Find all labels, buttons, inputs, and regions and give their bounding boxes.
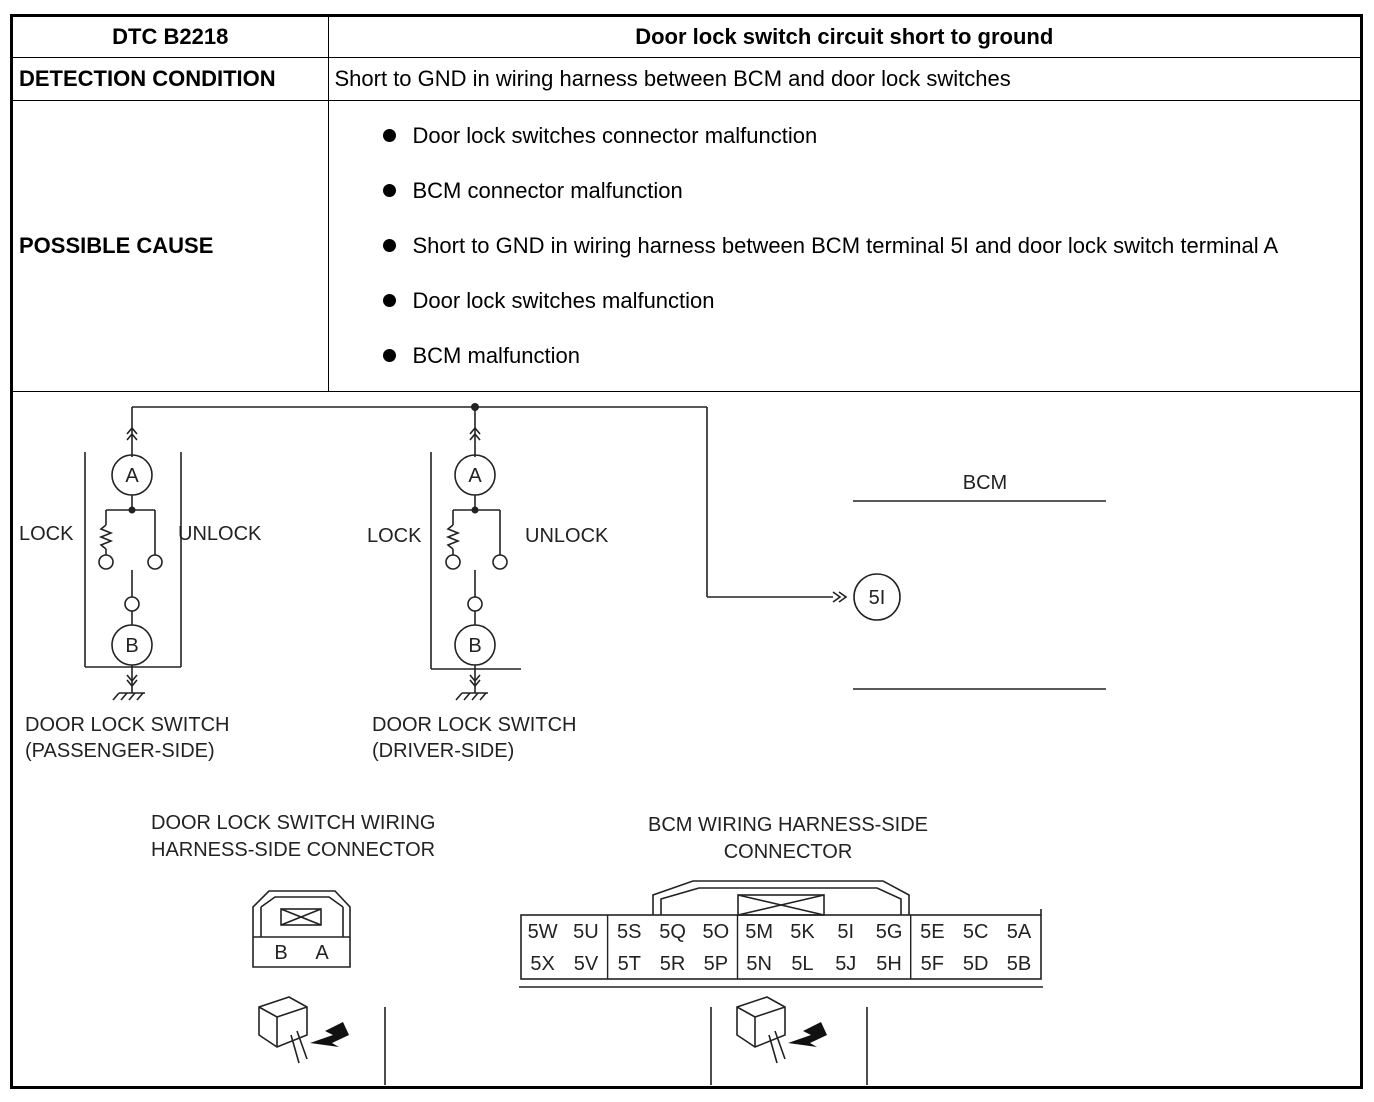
bcm-connector-title: BCM WIRING HARNESS-SIDE [648,814,928,836]
connector-view-icon [258,996,308,1048]
wiring-diagram-svg: A B LOCK UNLOCK DOOR LOCK SWITCH (PASSEN… [19,403,1106,1085]
pin-label: 5T [618,953,641,975]
list-item: BCM connector malfunction [379,176,1355,206]
switch-caption: (PASSENGER-SIDE) [25,740,215,762]
pin-label: A [315,942,329,964]
terminal-a-label: A [125,465,139,487]
bullet-icon [382,349,396,362]
pin-label: B [274,942,287,964]
pin-label: 5C [963,921,989,943]
cause-list: Door lock switches connector malfunction… [335,121,1355,371]
pin-label: 5B [1007,953,1031,975]
dtc-title: Door lock switch circuit short to ground [327,17,1360,58]
cause-text: Door lock switches connector malfunction [412,123,818,148]
bcm-terminal-label: 5I [869,587,886,609]
bcm-connector-grid: 5W 5U 5S 5Q 5O 5M 5K 5I 5G 5E 5C 5A 5X 5V 5T 5R 5P 5N 5L 5J… [528,915,1032,979]
switch-connector-shape [252,890,351,968]
latch-icon [280,908,322,926]
header-row: DTC B2218 Door lock switch circuit short… [13,17,1360,58]
wiring-diagram: A B LOCK UNLOCK DOOR LOCK SWITCH (PASSEN… [13,395,1360,1086]
pin-label: 5N [746,953,772,975]
cause-text: BCM connector malfunction [412,178,683,203]
pin-label: 5E [920,921,944,943]
unlock-label: UNLOCK [178,523,262,545]
spring-icon [98,524,114,550]
junction-dot [471,403,479,411]
bullet-icon [382,184,396,197]
pin-label: 5U [573,921,599,943]
pin-label: 5M [745,921,773,943]
bcm-connector-title: CONNECTOR [724,841,853,863]
list-item: BCM malfunction [379,341,1355,371]
pin-label: 5R [660,953,686,975]
pin-label: 5A [1007,921,1032,943]
list-item: Door lock switches connector malfunction [379,121,1355,151]
bcm-label: BCM [963,472,1007,494]
lock-label: LOCK [19,523,74,545]
possible-cause-cell: Door lock switches connector malfunction… [327,100,1360,392]
switch-caption: DOOR LOCK SWITCH [25,714,229,736]
pin-label: 5F [921,953,944,975]
possible-cause-label: POSSIBLE CAUSE [13,100,329,392]
cause-text: BCM malfunction [412,343,581,368]
connector-view-icon [736,996,786,1048]
detection-label: DETECTION CONDITION [13,57,329,101]
pin-label: 5D [963,953,989,975]
bullet-icon [382,129,396,142]
bcm-connector-body [520,914,1042,980]
terminal-b-label: B [468,635,481,657]
cause-text: Short to GND in wiring harness between B… [412,233,1279,258]
list-item: Short to GND in wiring harness between B… [379,231,1355,261]
pin-label: 5X [530,953,554,975]
pin-label: 5H [876,953,902,975]
pin-label: 5I [837,921,854,943]
switch-caption: (DRIVER-SIDE) [372,740,514,762]
pin-label: 5S [617,921,641,943]
switch-caption: DOOR LOCK SWITCH [372,714,576,736]
switch-connector-title: HARNESS-SIDE CONNECTOR [151,839,435,861]
list-item: Door lock switches malfunction [379,286,1355,316]
switch-connector-title: DOOR LOCK SWITCH WIRING [151,812,435,834]
bcm-terminal-circle [853,573,901,621]
dtc-table: DTC B2218 Door lock switch circuit short… [13,17,1360,392]
pin-label: 5V [574,953,599,975]
dtc-code: DTC B2218 [13,17,329,58]
bcm-connector-hood [652,880,910,915]
pin-label: 5W [528,921,558,943]
pin-label: 5O [703,921,730,943]
pin-label: 5Q [659,921,686,943]
arrow-icon [788,1022,827,1047]
pin-label: 5L [791,953,813,975]
bullet-icon [382,239,396,252]
detection-row: DETECTION CONDITION Short to GND in wiri… [13,57,1360,101]
arrow-icon [832,591,842,603]
unlock-label: UNLOCK [525,525,609,547]
pin-label: 5J [835,953,856,975]
pin-label: 5G [876,921,903,943]
possible-cause-row: POSSIBLE CAUSE Door lock switches connec… [13,100,1360,392]
detection-text: Short to GND in wiring harness between B… [327,57,1360,101]
pin-label: 5P [704,953,728,975]
terminal-b-label: B [125,635,138,657]
cause-text: Door lock switches malfunction [412,288,715,313]
arrow-icon [838,591,848,603]
arrow-icon [310,1022,349,1047]
pin-label: 5K [790,921,815,943]
dtc-sheet: DTC B2218 Door lock switch circuit short… [10,14,1363,1089]
bullet-icon [382,294,396,307]
lock-label: LOCK [367,525,422,547]
terminal-a-label: A [468,465,482,487]
